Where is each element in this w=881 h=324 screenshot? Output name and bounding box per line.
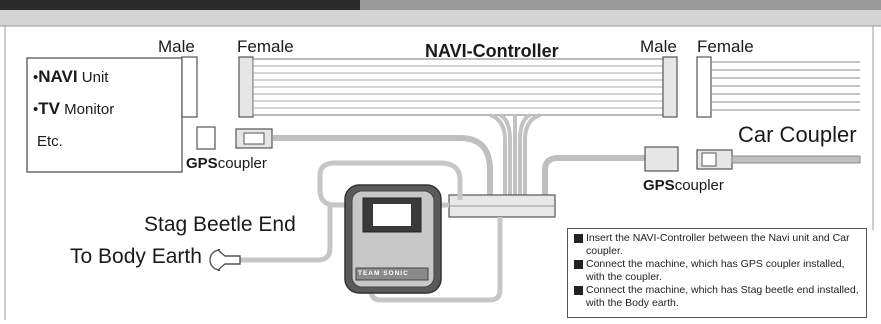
square-bullet-icon [574,234,583,243]
female-connector-right [696,56,712,118]
gps-stub-left [196,126,216,150]
instruction-item: Insert the NAVI-Controller between the N… [574,232,860,258]
unit-line-tv: •TV Monitor [33,99,115,118]
male-connector-right [662,56,678,118]
header-band [0,10,881,26]
instruction-item: Connect the machine, which has Stag beet… [574,284,860,310]
female-connector-left [238,56,254,118]
header-gray-bar [360,0,881,10]
square-bullet-icon [574,260,583,269]
square-bullet-icon [574,286,583,295]
stag-beetle-terminal [209,248,241,272]
female-label-right: Female [697,37,754,56]
device-logo: TEAM SONIC [358,270,409,277]
unit-line-etc: Etc. [37,133,63,150]
instruction-item: Connect the machine, which has GPS coupl… [574,258,860,284]
male-label-left: Male [158,37,195,56]
main-harness [252,58,664,116]
earth-cable [240,205,333,263]
female-label-left: Female [237,37,294,56]
male-connector-left [181,56,198,118]
gps-plug-right [644,146,679,172]
stag-beetle-end-label: Stag Beetle End [144,213,296,236]
male-label-right: Male [640,37,677,56]
car-coupler-cable [731,155,861,164]
car-cable-right [542,155,645,205]
gps-cable-left [273,135,493,195]
female-output-wires [711,61,860,111]
car-coupler-label: Car Coupler [738,122,857,147]
navi-unit-box [26,57,183,173]
gps-coupler-label-right: GPScoupler [643,177,724,194]
to-body-earth-label: To Body Earth [70,245,202,268]
gps-coupler-label-left: GPScoupler [186,155,267,172]
controller-device [344,184,442,294]
unit-line-navi: •NAVI Unit [33,67,109,86]
earth-loop [317,160,463,208]
instructions-box: Insert the NAVI-Controller between the N… [567,228,867,318]
navi-controller-label: NAVI-Controller [425,41,559,61]
drop-bundle [489,113,541,195]
